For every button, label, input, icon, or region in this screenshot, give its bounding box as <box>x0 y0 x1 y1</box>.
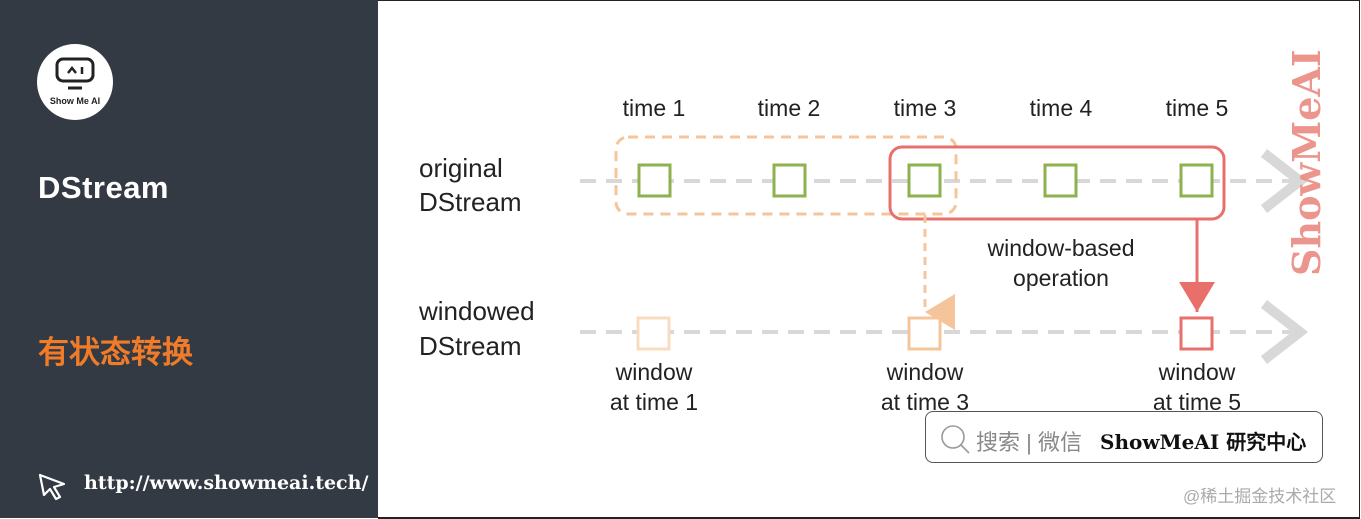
watermark: ShowMeAI <box>1284 49 1329 276</box>
cursor-click-icon <box>38 473 66 501</box>
windowed-label-2: DStream <box>419 331 522 361</box>
sidebar: Show Me AI DStream 有状态转换 http://www.show… <box>0 0 378 518</box>
operation-label-1: window-based <box>986 235 1134 261</box>
operation-label-2: operation <box>1013 265 1109 291</box>
rdd-square <box>1043 163 1078 198</box>
time-label: time 5 <box>1166 95 1229 121</box>
window-label: at time 1 <box>610 389 698 415</box>
original-label-2: DStream <box>419 187 522 217</box>
time-label: time 1 <box>623 95 686 121</box>
window-label: window <box>886 359 964 385</box>
search-prefix: 搜索 | 微信 <box>976 430 1082 455</box>
page-subtitle: 有状态转换 <box>38 335 193 370</box>
windowed-rdd-square <box>636 316 671 351</box>
page-title: DStream <box>38 170 169 205</box>
rdd-square <box>772 163 807 198</box>
windowed-rdd-square <box>1179 316 1214 351</box>
credit-text: @稀土掘金技术社区 <box>1183 487 1337 506</box>
search-icon <box>941 425 970 454</box>
website-link[interactable]: http://www.showmeai.tech/ <box>84 472 369 494</box>
window-label: window <box>615 359 693 385</box>
time-label: time 3 <box>894 95 957 121</box>
window-label: at time 5 <box>1153 389 1241 415</box>
window-label: window <box>1158 359 1236 385</box>
showmeai-logo: Show Me AI <box>37 44 113 120</box>
windowed-rdd-square <box>907 316 942 351</box>
window-label: at time 3 <box>881 389 969 415</box>
rdd-square <box>907 163 942 198</box>
rdd-square <box>637 163 672 198</box>
window-3-box <box>888 145 1226 221</box>
rdd-square <box>1179 163 1214 198</box>
logo-text: Show Me AI <box>49 96 101 106</box>
windowed-label-1: windowed <box>418 296 535 326</box>
search-banner: 搜索 | 微信 ShowMeAI 研究中心 <box>925 411 1323 463</box>
window-1-box <box>614 135 958 216</box>
time-label: time 2 <box>758 95 821 121</box>
search-account-name: ShowMeAI 研究中心 <box>1100 430 1307 454</box>
robot-monitor-icon <box>55 57 95 90</box>
original-label-1: original <box>419 153 503 183</box>
time-label: time 4 <box>1030 95 1093 121</box>
